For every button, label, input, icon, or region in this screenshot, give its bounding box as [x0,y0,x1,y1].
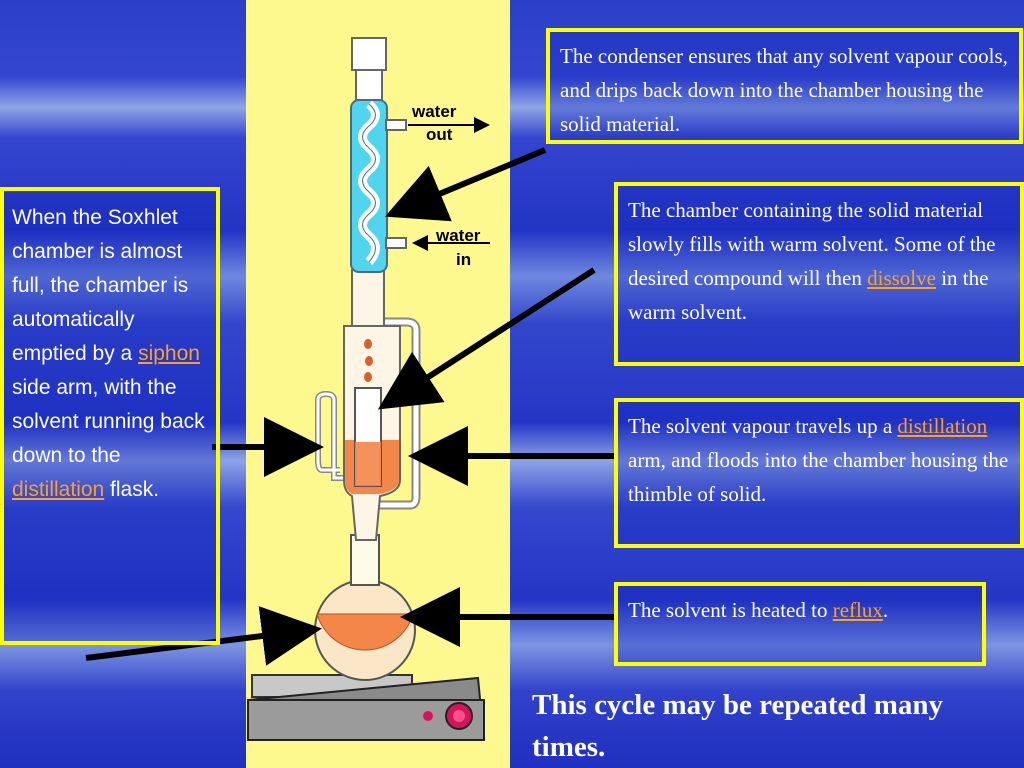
dissolve-link[interactable]: dissolve [867,266,936,290]
chamber-callout-text: The chamber containing the solid materia… [628,193,1020,329]
chamber-text-after: in the warm solvent. [628,266,989,324]
siphon-callout-text: When the Soxhlet chamber is almost full,… [12,201,208,507]
water-in-label-1: water [435,226,481,245]
chamber-callout: The chamber containing the solid materia… [614,182,1024,366]
hotplate [247,674,486,741]
water-in-label-2: in [456,250,471,269]
chamber-pointer-arrow [377,267,596,410]
water-out-label-1: water [411,102,457,121]
closing-statement: This cycle may be repeated many times. [532,689,944,763]
condenser-callout-text: The condenser ensures that any solvent v… [560,44,1008,136]
vapour-callout-text: The solvent vapour travels up a distilla… [628,409,1020,511]
water-out-label-2: out [426,125,453,144]
condenser-pointer-arrow [384,147,547,222]
siphon-text-before: When the Soxhlet chamber is almost full,… [12,206,189,365]
reflux-callout-text: The solvent is heated to reflux. [628,593,982,627]
soxhlet-chamber [343,269,401,541]
reflux-text-after: . [882,598,889,622]
siphon-text-after: flask. [104,478,160,501]
condenser-callout: The condenser ensures that any solvent v… [546,28,1023,144]
condenser [350,37,407,273]
siphon-link[interactable]: siphon [138,342,200,365]
chamber-text-before: The chamber containing the solid materia… [628,198,996,290]
distillation-link[interactable]: distillation [897,414,988,438]
siphon-text-middle: side arm, with the solvent running back … [12,376,205,467]
siphon-callout: When the Soxhlet chamber is almost full,… [0,187,220,645]
distillation-flask [314,534,416,681]
indicator-light-icon [423,711,433,721]
vapour-text-after: arm, and floods into the chamber housing… [628,448,1009,506]
reflux-link[interactable]: reflux [832,598,883,622]
vapour-text-before: The solvent vapour travels up a [628,414,898,438]
vapour-callout: The solvent vapour travels up a distilla… [614,398,1024,548]
reflux-callout: The solvent is heated to reflux. [614,582,986,666]
distillation-flask-link[interactable]: distillation [12,478,105,501]
reflux-text-before: The solvent is heated to [628,598,833,622]
